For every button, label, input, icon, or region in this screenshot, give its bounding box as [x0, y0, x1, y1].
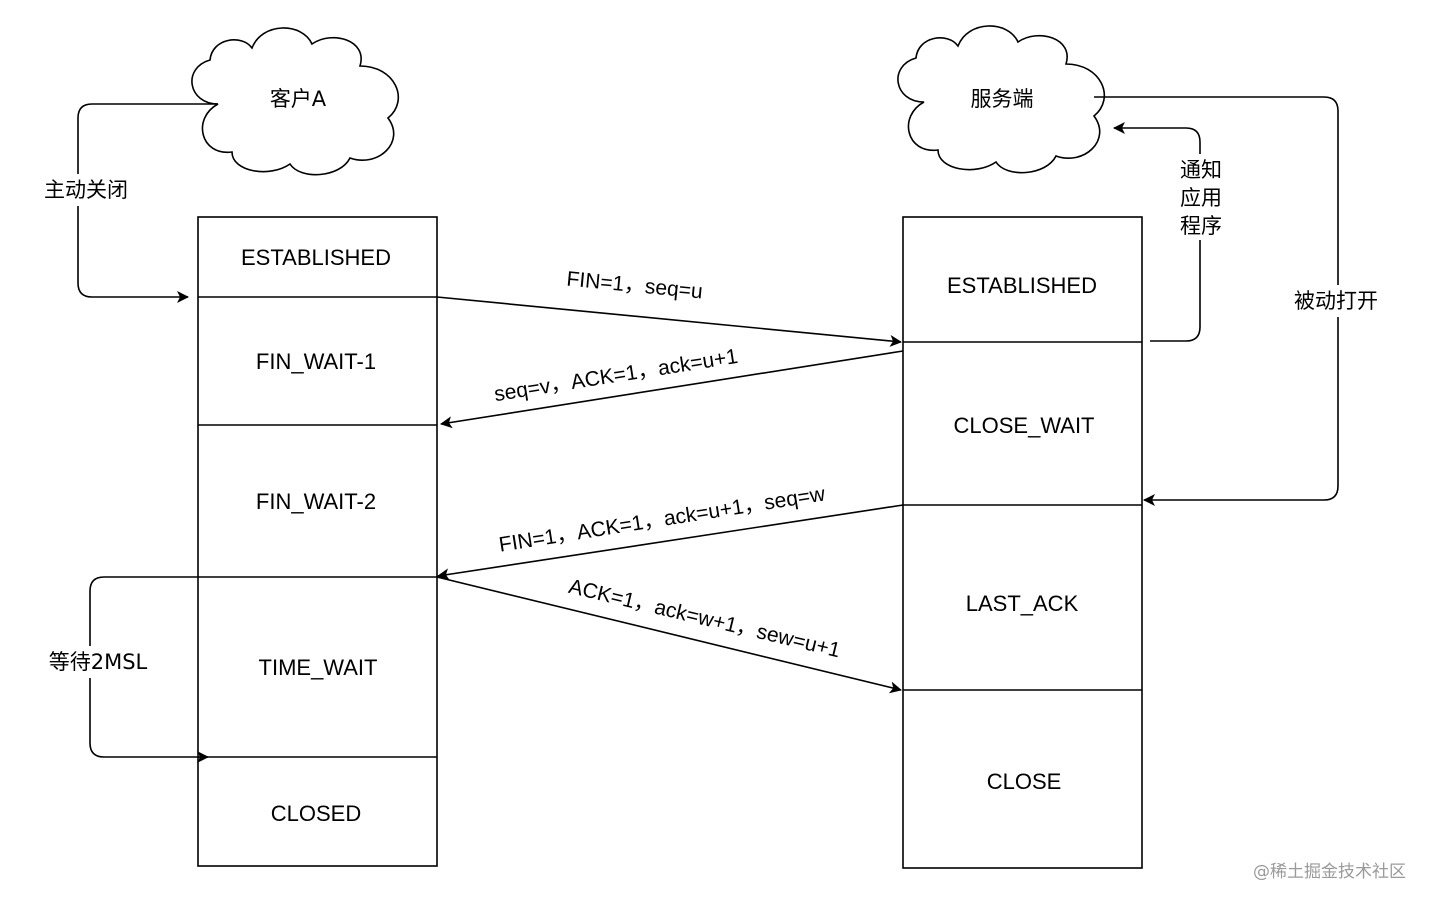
passive-open-label-bg: [1284, 285, 1388, 317]
msg-final-ack-arrow: [436, 576, 902, 694]
server-state-column: ESTABLISHED CLOSE_WAIT LAST_ACK CLOSE: [902, 216, 1143, 869]
client-name: 客户A: [270, 87, 327, 111]
watermark: @稀土掘金技术社区: [1253, 862, 1406, 882]
msg-fin-label: FIN=1，seq=u: [566, 268, 704, 304]
server-column-box: [902, 216, 1143, 869]
notify-app-label-line1: 通知: [1180, 158, 1222, 182]
server-state-last-ack: LAST_ACK: [966, 591, 1079, 616]
client-state-closed: CLOSED: [271, 801, 361, 826]
msg-ack-arrow: [440, 350, 904, 429]
msg-fin-ack-arrow: [437, 504, 904, 581]
server-name: 服务端: [971, 87, 1034, 111]
server-state-close: CLOSE: [987, 769, 1062, 794]
client-cloud: 客户A: [191, 27, 399, 176]
client-state-established: ESTABLISHED: [241, 245, 391, 270]
active-close-label: 主动关闭: [44, 178, 128, 202]
active-close-label-bg: [36, 174, 138, 206]
msg-fin-arrow: [436, 296, 902, 347]
server-state-established: ESTABLISHED: [947, 273, 1097, 298]
wait-2msl-label-bg: [40, 646, 156, 678]
wait-2msl-label: 等待2MSL: [49, 650, 148, 674]
server-state-close-wait: CLOSE_WAIT: [954, 413, 1095, 438]
client-state-time-wait: TIME_WAIT: [259, 655, 378, 680]
notify-app-label-line3: 程序: [1180, 214, 1222, 238]
client-state-fin-wait-1: FIN_WAIT-1: [256, 349, 376, 374]
client-state-fin-wait-2: FIN_WAIT-2: [256, 489, 376, 514]
client-column-box: [197, 216, 438, 867]
notify-app-label-line2: 应用: [1180, 186, 1222, 210]
passive-open-label: 被动打开: [1294, 289, 1378, 313]
client-state-column: ESTABLISHED FIN_WAIT-1 FIN_WAIT-2 TIME_W…: [197, 216, 438, 867]
msg-fin-ack-label: FIN=1，ACK=1，ack=u+1，seq=w: [497, 482, 827, 556]
notify-app-label-bg: [1174, 154, 1228, 240]
server-cloud: 服务端: [897, 25, 1105, 174]
